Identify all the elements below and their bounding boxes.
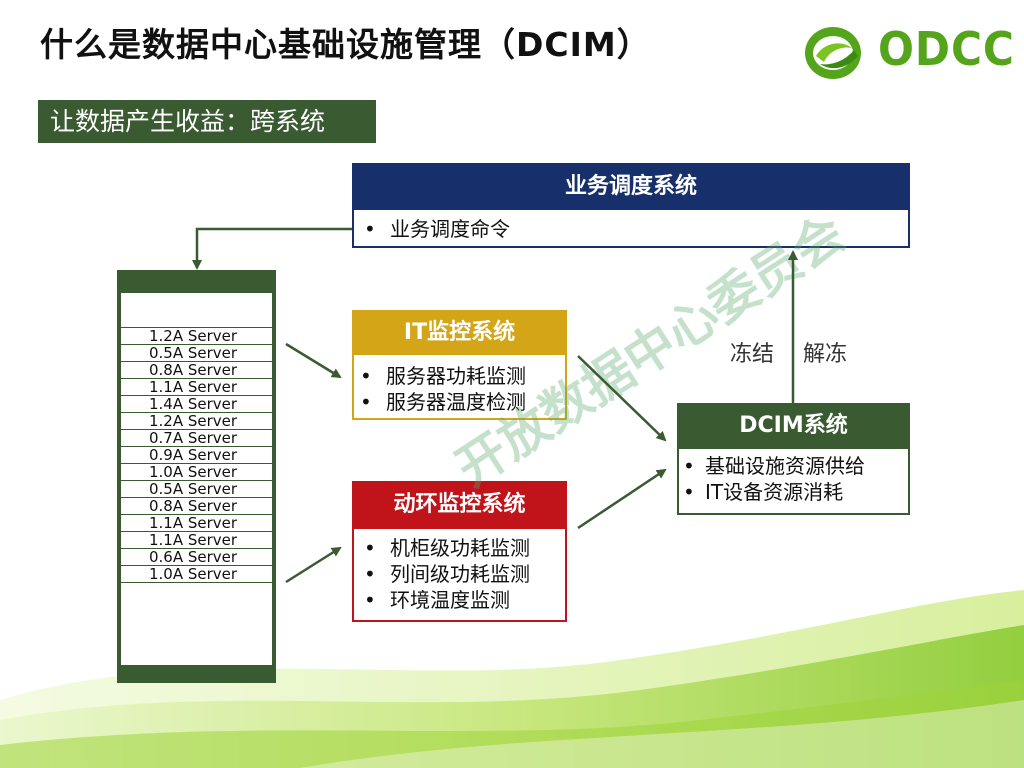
server-rack-interior [121, 293, 272, 665]
server-row: 1.1A Server [121, 378, 272, 395]
list-item: •机柜级功耗监测 [364, 536, 530, 560]
business-system-body: •业务调度命令 [352, 210, 910, 248]
unfreeze-label: 解冻 [803, 342, 848, 367]
server-row: 1.1A Server [121, 531, 272, 548]
server-row: 0.9A Server [121, 446, 272, 463]
freeze-label: 冻结 [730, 342, 775, 367]
list-item: •服务器温度检测 [360, 390, 526, 414]
server-row: 0.7A Server [121, 429, 272, 446]
arrow-it-to-dcim [577, 355, 667, 442]
server-row: 1.2A Server [121, 412, 272, 429]
page-title: 什么是数据中心基础设施管理（DCIM） [40, 25, 651, 64]
list-item: •基础设施资源供给 [683, 454, 865, 478]
server-row: 1.0A Server [121, 463, 272, 480]
arrow-rack-to-env [285, 546, 342, 584]
dcim-system-header: DCIM系统 [677, 403, 910, 449]
server-list: 1.2A Server 0.5A Server 0.8A Server 1.1A… [121, 327, 272, 583]
server-row: 1.0A Server [121, 565, 272, 583]
list-item: •服务器功耗监测 [360, 364, 526, 388]
it-system-body: •服务器功耗监测 •服务器温度检测 [352, 355, 567, 420]
logo-text: ODCC [878, 22, 1015, 76]
env-system-body: •机柜级功耗监测 •列间级功耗监测 •环境温度监测 [352, 529, 567, 622]
list-item: •业务调度命令 [364, 217, 510, 241]
list-item: •列间级功耗监测 [364, 562, 530, 586]
server-row: 1.2A Server [121, 327, 272, 344]
odcc-logo-icon [805, 27, 861, 79]
env-system-header: 动环监控系统 [352, 481, 567, 529]
server-row: 0.8A Server [121, 497, 272, 514]
dcim-system-body: •基础设施资源供给 •IT设备资源消耗 [677, 449, 910, 515]
server-row: 1.4A Server [121, 395, 272, 412]
list-item: •IT设备资源消耗 [683, 480, 844, 504]
server-row: 1.1A Server [121, 514, 272, 531]
arrow-rack-to-it [285, 342, 342, 379]
business-system-header: 业务调度系统 [352, 163, 910, 210]
server-row: 0.8A Server [121, 361, 272, 378]
it-system-header: IT监控系统 [352, 310, 567, 355]
server-row: 0.6A Server [121, 548, 272, 565]
arrow-env-to-dcim [577, 468, 667, 530]
server-row: 0.5A Server [121, 344, 272, 361]
list-item: •环境温度监测 [364, 588, 510, 612]
server-row: 0.5A Server [121, 480, 272, 497]
arrow-business-to-rack [192, 227, 352, 270]
section-subtitle: 让数据产生收益：跨系统 [38, 100, 376, 143]
